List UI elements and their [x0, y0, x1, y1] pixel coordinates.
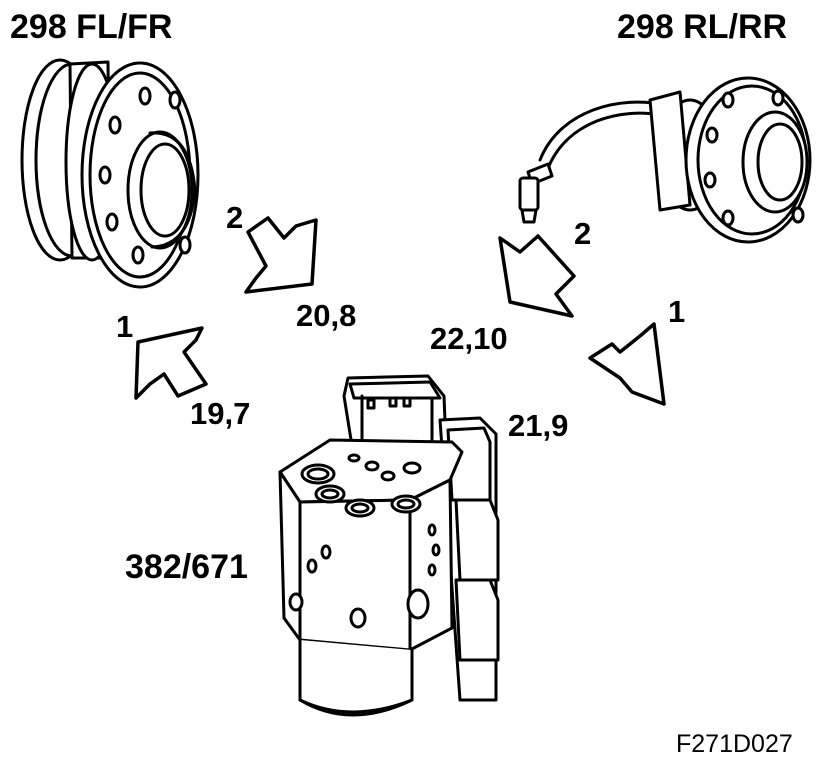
arrow-front-2	[244, 216, 318, 294]
abs-unit-label: 382/671	[125, 548, 248, 586]
arrow-rear-2	[498, 234, 576, 318]
rear-hub-label: 298 RL/RR	[617, 8, 788, 46]
front-hub-label: 298 FL/FR	[10, 8, 173, 46]
torque-rear-top: 22,10	[430, 321, 508, 356]
torque-rear-bottom: 21,9	[508, 408, 569, 443]
rear-arrow-number-2: 2	[574, 216, 592, 251]
front-arrow-number-1: 1	[116, 309, 134, 344]
torque-front-bottom: 19,7	[190, 396, 251, 431]
abs-control-unit	[278, 374, 500, 717]
rear-arrow-number-1: 1	[668, 294, 686, 329]
arrow-front-1	[134, 326, 208, 400]
rear-wheel-hub	[518, 76, 812, 244]
front-wheel-hub	[20, 58, 200, 289]
front-arrow-number-2: 2	[226, 200, 244, 235]
figure-code: F271D027	[676, 730, 793, 758]
arrow-rear-1	[588, 322, 666, 406]
torque-front-top: 20,8	[296, 298, 357, 333]
